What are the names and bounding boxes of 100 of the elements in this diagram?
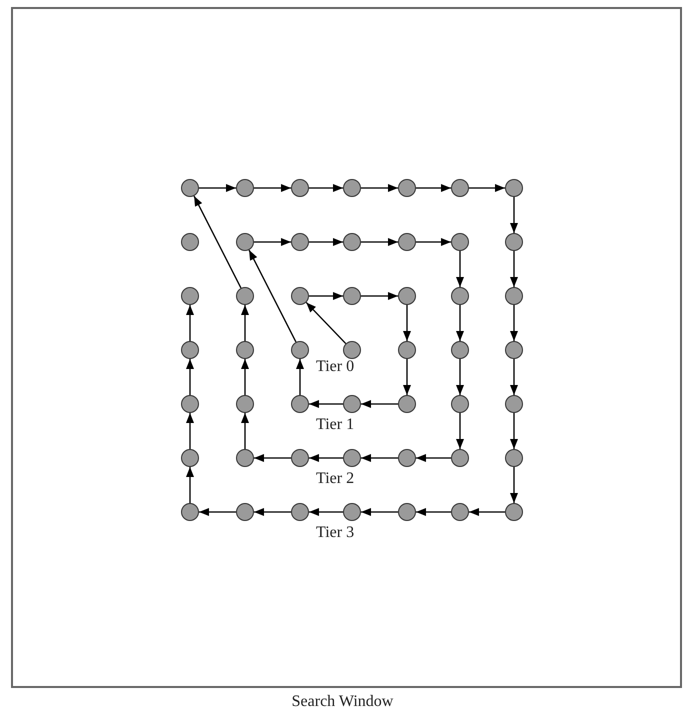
grid-node bbox=[451, 503, 469, 521]
grid-node bbox=[181, 287, 199, 305]
grid-node bbox=[236, 233, 254, 251]
arrow bbox=[456, 359, 464, 395]
grid-node bbox=[291, 395, 309, 413]
grid-node bbox=[236, 287, 254, 305]
grid-node bbox=[181, 503, 199, 521]
arrow bbox=[403, 359, 411, 395]
grid-node bbox=[505, 503, 523, 521]
arrow bbox=[510, 467, 518, 503]
arrow bbox=[361, 292, 398, 300]
grid-node bbox=[398, 233, 416, 251]
arrow bbox=[309, 400, 343, 408]
arrow bbox=[199, 184, 236, 192]
grid-node bbox=[398, 179, 416, 197]
grid-node bbox=[181, 233, 199, 251]
tier-label: Tier 0 bbox=[316, 358, 354, 376]
tier-label: Tier 3 bbox=[316, 524, 354, 542]
arrow bbox=[309, 454, 343, 462]
arrow bbox=[510, 359, 518, 395]
grid-node bbox=[398, 341, 416, 359]
arrow bbox=[248, 250, 296, 342]
grid-node bbox=[291, 233, 309, 251]
arrow bbox=[309, 508, 343, 516]
arrow bbox=[456, 305, 464, 341]
grid-node bbox=[181, 449, 199, 467]
arrow bbox=[361, 508, 398, 516]
grid-node bbox=[291, 179, 309, 197]
grid-node bbox=[291, 503, 309, 521]
grid-node bbox=[451, 449, 469, 467]
arrow bbox=[199, 508, 236, 516]
grid-node bbox=[505, 449, 523, 467]
grid-node bbox=[236, 449, 254, 467]
arrow bbox=[186, 413, 194, 449]
grid-node bbox=[398, 449, 416, 467]
arrow bbox=[296, 359, 304, 395]
tier-label: Tier 1 bbox=[316, 416, 354, 434]
arrow bbox=[416, 508, 451, 516]
arrow bbox=[309, 238, 343, 246]
grid-node bbox=[181, 179, 199, 197]
grid-node bbox=[451, 287, 469, 305]
grid-node bbox=[343, 179, 361, 197]
grid-node bbox=[343, 503, 361, 521]
arrow bbox=[241, 359, 249, 395]
grid-node bbox=[505, 233, 523, 251]
grid-node bbox=[236, 179, 254, 197]
arrow bbox=[186, 359, 194, 395]
grid-node bbox=[291, 287, 309, 305]
arrow bbox=[254, 184, 291, 192]
grid-node bbox=[343, 395, 361, 413]
grid-node bbox=[343, 449, 361, 467]
grid-node bbox=[451, 395, 469, 413]
caption: Search Window bbox=[292, 693, 394, 710]
arrow bbox=[456, 251, 464, 287]
arrow bbox=[254, 508, 291, 516]
arrow bbox=[306, 302, 346, 344]
arrow bbox=[254, 454, 291, 462]
arrow bbox=[241, 305, 249, 341]
grid-node bbox=[398, 503, 416, 521]
grid-node bbox=[451, 341, 469, 359]
arrow bbox=[241, 413, 249, 449]
grid-node bbox=[181, 395, 199, 413]
arrow bbox=[469, 184, 505, 192]
arrow bbox=[510, 251, 518, 287]
grid-node bbox=[236, 341, 254, 359]
arrow bbox=[510, 197, 518, 233]
grid-node bbox=[451, 179, 469, 197]
grid-node bbox=[343, 287, 361, 305]
arrow bbox=[361, 400, 398, 408]
grid-node bbox=[236, 395, 254, 413]
grid-node bbox=[398, 395, 416, 413]
arrow bbox=[510, 413, 518, 449]
arrow bbox=[361, 238, 398, 246]
arrow bbox=[186, 467, 194, 503]
grid-node bbox=[505, 287, 523, 305]
arrow bbox=[510, 305, 518, 341]
arrow bbox=[403, 305, 411, 341]
arrow bbox=[469, 508, 505, 516]
grid-node bbox=[451, 233, 469, 251]
arrow bbox=[456, 413, 464, 449]
arrow bbox=[361, 184, 398, 192]
arrow bbox=[416, 454, 451, 462]
grid-node bbox=[343, 233, 361, 251]
tier-label: Tier 2 bbox=[316, 470, 354, 488]
grid-node bbox=[505, 179, 523, 197]
grid-node bbox=[505, 341, 523, 359]
arrow bbox=[309, 184, 343, 192]
arrow bbox=[186, 305, 194, 341]
grid-node bbox=[291, 449, 309, 467]
arrow bbox=[416, 184, 451, 192]
arrow bbox=[416, 238, 451, 246]
grid-node bbox=[181, 341, 199, 359]
arrow bbox=[254, 238, 291, 246]
grid-node bbox=[505, 395, 523, 413]
grid-node bbox=[398, 287, 416, 305]
arrow bbox=[194, 196, 242, 288]
arrow bbox=[309, 292, 343, 300]
grid-node bbox=[236, 503, 254, 521]
arrow bbox=[361, 454, 398, 462]
grid-node bbox=[291, 341, 309, 359]
